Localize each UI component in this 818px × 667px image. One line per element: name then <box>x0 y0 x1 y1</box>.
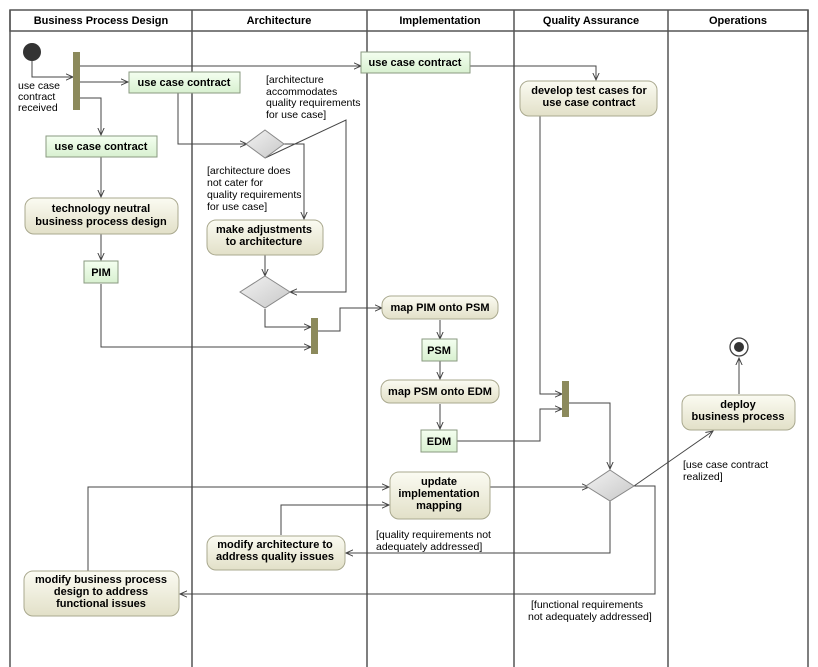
activity-label-line: update <box>421 476 457 488</box>
flow-merge-to-join <box>264 309 311 327</box>
initial-node[interactable] <box>23 43 41 61</box>
object-label: use case contract <box>369 57 462 69</box>
activity-label-line: map PIM onto PSM <box>391 302 490 314</box>
activity-make-adjustments[interactable]: make adjustments to architecture <box>206 219 324 256</box>
activity-label-line: mapping <box>416 500 462 512</box>
activity-label-line: business process <box>692 411 785 423</box>
activity-label-line: use case contract <box>543 97 636 109</box>
activity-modify-architecture[interactable]: modify architecture to address quality i… <box>206 535 346 571</box>
activity-label-line: address quality issues <box>216 551 334 563</box>
object-use-case-contract-impl[interactable]: use case contract <box>360 51 471 74</box>
decision-quality <box>585 469 635 502</box>
guard-use-case-contract-received: use case contract received <box>18 80 60 114</box>
activity-develop-test-cases[interactable]: develop test cases for use case contract <box>519 80 658 117</box>
lane-title-implementation: Implementation <box>399 15 481 27</box>
guard-line: received <box>18 102 58 114</box>
activity-label-line: develop test cases for <box>531 85 647 97</box>
guard-line: contract <box>18 91 55 103</box>
flow-decision-to-modify-bp <box>180 485 656 594</box>
activity-label-line: design to address <box>54 586 148 598</box>
guard-line: [architecture <box>266 74 324 86</box>
lane-title-operations: Operations <box>709 15 767 27</box>
object-label: use case contract <box>138 77 231 89</box>
lane-title-architecture: Architecture <box>247 15 312 27</box>
activity-label-line: modify architecture to <box>217 539 333 551</box>
object-edm[interactable]: EDM <box>420 429 458 453</box>
guard-line: for use case] <box>266 109 326 121</box>
activity-label-line: implementation <box>398 488 480 500</box>
object-label: PSM <box>427 345 451 357</box>
guard-line: for use case] <box>207 201 267 213</box>
flow-tests-to-join <box>539 115 562 394</box>
fork-bar <box>73 52 80 110</box>
guard-labels: use case contract received [architecture… <box>18 74 768 623</box>
object-pim[interactable]: PIM <box>83 260 119 284</box>
guard-line: quality requirements <box>207 189 302 201</box>
guard-line: realized] <box>683 471 723 483</box>
activity-label-line: functional issues <box>56 598 146 610</box>
object-label: EDM <box>427 436 451 448</box>
object-label: use case contract <box>55 141 148 153</box>
activity-update-implementation-mapping[interactable]: update implementation mapping <box>389 471 491 520</box>
guard-line: not adequately addressed] <box>528 611 652 623</box>
decision-architecture <box>245 129 285 159</box>
activity-label-line: technology neutral <box>52 203 150 215</box>
guard-architecture-does-not-cater: [architecture does not cater for quality… <box>207 165 302 213</box>
object-psm[interactable]: PSM <box>421 338 458 362</box>
join-bar-architecture <box>311 318 318 354</box>
flow-edm-to-join <box>457 409 562 442</box>
guard-line: adequately addressed] <box>376 541 482 553</box>
guard-architecture-accommodates: [architecture accommodates quality requi… <box>266 74 361 121</box>
activity-map-psm-onto-edm[interactable]: map PSM onto EDM <box>380 379 500 404</box>
object-label: PIM <box>91 267 111 279</box>
final-node[interactable] <box>729 337 749 357</box>
activity-label-line: business process design <box>35 216 167 228</box>
guard-line: [functional requirements <box>531 599 643 611</box>
flow-start-to-fork <box>31 61 73 77</box>
lane-title-quality-assurance: Quality Assurance <box>543 15 639 27</box>
flow-join-to-decision <box>569 402 610 469</box>
flow-decision-to-modify-arch <box>346 500 611 553</box>
guard-line: not cater for <box>207 177 264 189</box>
swimlanes: Business Process Design Architecture Imp… <box>9 9 809 667</box>
activity-label-line: map PSM onto EDM <box>388 386 492 398</box>
flow-ucc-to-decision <box>177 93 247 144</box>
activity-label-line: modify business process <box>35 574 167 586</box>
flow-modify-arch-to-update <box>280 505 389 535</box>
activity-deploy-business-process[interactable]: deploy business process <box>681 394 796 431</box>
activity-label-line: deploy <box>720 399 756 411</box>
join-bar-quality <box>562 381 569 417</box>
activity-technology-neutral-design[interactable]: technology neutral business process desi… <box>24 197 179 235</box>
flow-fork-to-ucc-bpd <box>80 97 101 135</box>
object-use-case-contract-top[interactable]: use case contract <box>128 71 241 94</box>
guard-line: use case <box>18 80 60 92</box>
flow-join-to-map-pim <box>318 308 382 332</box>
flow-decision-to-adjust <box>284 143 304 219</box>
nodes: use case contract use case contract use … <box>23 43 796 617</box>
flow-accommodates-to-merge <box>264 119 347 292</box>
merge-architecture <box>239 275 291 309</box>
flow-decision-to-deploy <box>633 431 713 487</box>
activity-modify-business-process[interactable]: modify business process design to addres… <box>23 570 180 617</box>
guard-line: [quality requirements not <box>376 529 491 541</box>
flows <box>31 61 739 594</box>
object-use-case-contract-bpd[interactable]: use case contract <box>45 135 158 158</box>
guard-functional-requirements-not-addressed: [functional requirements not adequately … <box>528 599 652 623</box>
guard-quality-requirements-not-addressed: [quality requirements not adequately add… <box>376 529 491 553</box>
guard-use-case-contract-realized: [use case contract realized] <box>683 459 768 483</box>
guard-line: [architecture does <box>207 165 290 177</box>
lane-title-business-process-design: Business Process Design <box>34 15 169 27</box>
flow-modify-bp-to-update <box>87 487 389 571</box>
activity-label-line: make adjustments <box>216 224 312 236</box>
guard-line: accommodates <box>266 86 337 98</box>
flow-pim-to-join <box>100 284 311 347</box>
flow-ucc-to-develop-tests <box>470 65 596 80</box>
guard-line: [use case contract <box>683 459 768 471</box>
guard-line: quality requirements <box>266 97 361 109</box>
activity-label-line: to architecture <box>226 236 302 248</box>
activity-map-pim-onto-psm[interactable]: map PIM onto PSM <box>381 295 499 320</box>
